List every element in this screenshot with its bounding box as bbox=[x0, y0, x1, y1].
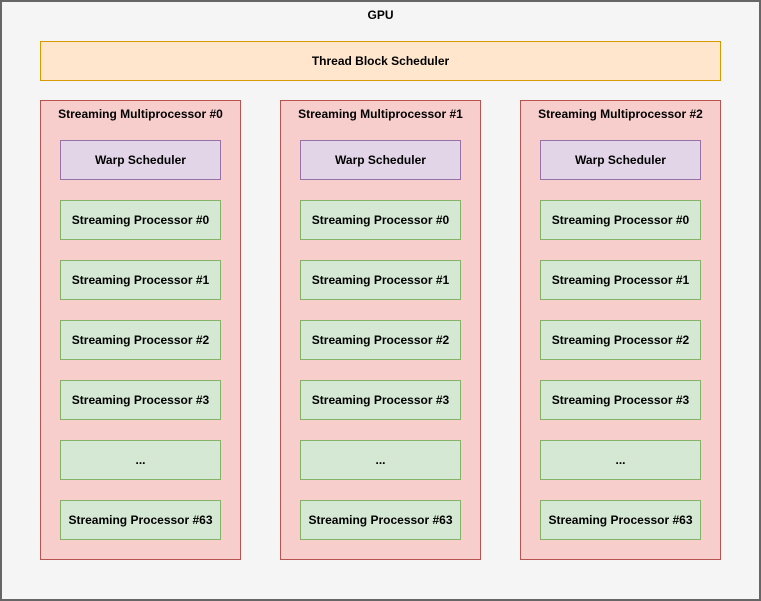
streaming-multiprocessor-0-title: Streaming Multiprocessor #0 bbox=[58, 107, 223, 121]
streaming-multiprocessor-0-box: Streaming Multiprocessor #0 Warp Schedul… bbox=[40, 100, 241, 560]
streaming-processor-label: Streaming Processor #1 bbox=[311, 273, 450, 287]
streaming-processor-ellipsis-box: ... bbox=[60, 440, 221, 480]
streaming-processor-label: Streaming Processor #63 bbox=[548, 513, 693, 527]
streaming-processor-label: Streaming Processor #2 bbox=[311, 333, 450, 347]
streaming-processor-label: Streaming Processor #1 bbox=[551, 273, 690, 287]
streaming-processor-label: Streaming Processor #63 bbox=[68, 513, 213, 527]
streaming-processor-box: Streaming Processor #0 bbox=[300, 200, 461, 240]
ellipsis-label: ... bbox=[615, 453, 626, 467]
streaming-processor-box: Streaming Processor #1 bbox=[300, 260, 461, 300]
ellipsis-label: ... bbox=[375, 453, 386, 467]
streaming-processor-box: Streaming Processor #3 bbox=[60, 380, 221, 420]
streaming-processor-label: Streaming Processor #1 bbox=[71, 273, 210, 287]
streaming-processor-box: Streaming Processor #3 bbox=[540, 380, 701, 420]
streaming-processor-label: Streaming Processor #3 bbox=[311, 393, 450, 407]
streaming-processor-box: Streaming Processor #0 bbox=[540, 200, 701, 240]
warp-scheduler-label: Warp Scheduler bbox=[575, 153, 666, 167]
streaming-processor-box: Streaming Processor #63 bbox=[300, 500, 461, 540]
streaming-processor-label: Streaming Processor #3 bbox=[551, 393, 690, 407]
streaming-processor-ellipsis-box: ... bbox=[300, 440, 461, 480]
streaming-processor-box: Streaming Processor #63 bbox=[60, 500, 221, 540]
streaming-multiprocessor-2-title: Streaming Multiprocessor #2 bbox=[538, 107, 703, 121]
ellipsis-label: ... bbox=[135, 453, 146, 467]
warp-scheduler-box: Warp Scheduler bbox=[540, 140, 701, 180]
streaming-processor-box: Streaming Processor #2 bbox=[540, 320, 701, 360]
warp-scheduler-label: Warp Scheduler bbox=[95, 153, 186, 167]
streaming-processor-label: Streaming Processor #2 bbox=[551, 333, 690, 347]
thread-block-scheduler-box: Thread Block Scheduler bbox=[40, 41, 721, 81]
thread-block-scheduler-label: Thread Block Scheduler bbox=[311, 54, 450, 68]
streaming-multiprocessor-1-title: Streaming Multiprocessor #1 bbox=[298, 107, 463, 121]
streaming-processor-label: Streaming Processor #0 bbox=[71, 213, 210, 227]
streaming-processor-ellipsis-box: ... bbox=[540, 440, 701, 480]
gpu-title: GPU bbox=[367, 8, 394, 22]
streaming-processor-label: Streaming Processor #63 bbox=[308, 513, 453, 527]
streaming-multiprocessor-2-box: Streaming Multiprocessor #2 Warp Schedul… bbox=[520, 100, 721, 560]
streaming-processor-label: Streaming Processor #0 bbox=[311, 213, 450, 227]
warp-scheduler-box: Warp Scheduler bbox=[300, 140, 461, 180]
streaming-processor-label: Streaming Processor #0 bbox=[551, 213, 690, 227]
streaming-multiprocessor-1-box: Streaming Multiprocessor #1 Warp Schedul… bbox=[280, 100, 481, 560]
streaming-processor-box: Streaming Processor #2 bbox=[300, 320, 461, 360]
streaming-processor-box: Streaming Processor #0 bbox=[60, 200, 221, 240]
streaming-processor-label: Streaming Processor #3 bbox=[71, 393, 210, 407]
streaming-processor-box: Streaming Processor #63 bbox=[540, 500, 701, 540]
streaming-processor-box: Streaming Processor #1 bbox=[60, 260, 221, 300]
streaming-processor-box: Streaming Processor #1 bbox=[540, 260, 701, 300]
streaming-processor-box: Streaming Processor #2 bbox=[60, 320, 221, 360]
streaming-processor-box: Streaming Processor #3 bbox=[300, 380, 461, 420]
streaming-processor-label: Streaming Processor #2 bbox=[71, 333, 210, 347]
warp-scheduler-box: Warp Scheduler bbox=[60, 140, 221, 180]
warp-scheduler-label: Warp Scheduler bbox=[335, 153, 426, 167]
